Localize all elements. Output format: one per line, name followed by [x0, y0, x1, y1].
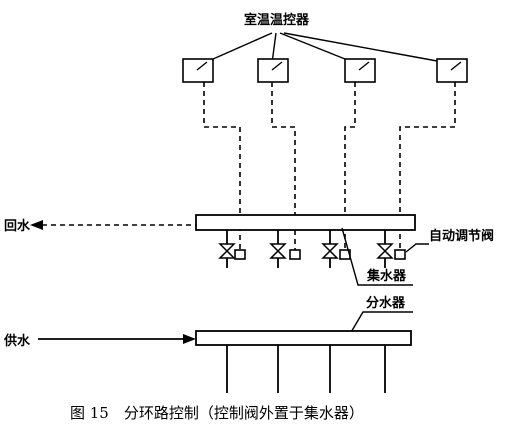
distributor-leader — [349, 311, 413, 335]
thermostat-label: 室温温控器 — [244, 12, 310, 28]
auto-valve-3 — [321, 243, 351, 260]
thermostat-signal-lines — [203, 32, 449, 64]
thermostat-2 — [257, 58, 289, 83]
control-wire-3 — [344, 82, 356, 258]
return-water-label: 回水 — [4, 218, 31, 234]
return-water-line — [30, 220, 196, 230]
signal-line-3 — [279, 32, 356, 64]
supply-arrow-icon — [183, 334, 196, 344]
collector-branches — [226, 230, 386, 268]
control-wire-2 — [271, 82, 296, 258]
thermostat-4 — [436, 58, 468, 83]
auto-valve-1 — [218, 243, 246, 260]
auto-valves — [218, 243, 406, 260]
collector-leader — [341, 227, 413, 286]
distributor-manifold — [195, 330, 412, 346]
supply-water-line — [38, 334, 196, 344]
thermostats — [182, 58, 468, 83]
return-arrow-icon — [30, 220, 43, 230]
collector-manifold — [195, 214, 416, 231]
auto-valve-leader — [405, 243, 429, 253]
auto-valve-2 — [269, 243, 301, 260]
figure-caption: 图 15 分环路控制（控制阀外置于集水器） — [70, 404, 364, 422]
collector-label: 集水器 — [366, 268, 407, 284]
signal-line-2 — [271, 32, 277, 64]
control-wire-1 — [203, 82, 241, 258]
signal-line-1 — [203, 32, 273, 64]
thermostat-1 — [182, 58, 214, 83]
auto-valve-label: 自动调节阀 — [429, 228, 494, 244]
distributor-label: 分水器 — [366, 295, 406, 311]
supply-water-label: 供水 — [3, 333, 31, 349]
auto-valve-4 — [376, 243, 406, 260]
distributor-branches — [226, 345, 386, 393]
control-wire-4 — [399, 82, 456, 258]
control-wires — [203, 82, 456, 258]
signal-line-4 — [283, 32, 449, 64]
thermostat-3 — [344, 58, 376, 83]
